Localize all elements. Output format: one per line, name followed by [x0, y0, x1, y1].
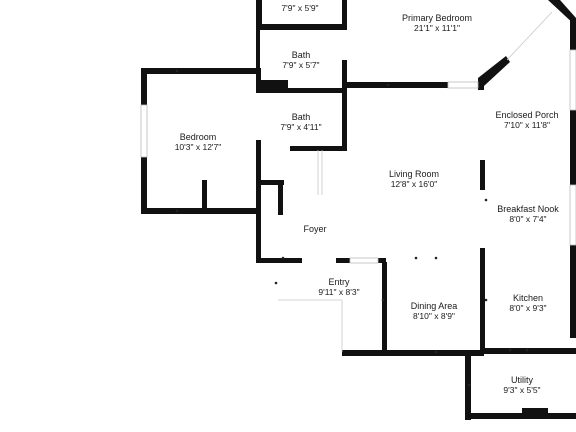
wall — [256, 258, 302, 263]
wall — [478, 56, 510, 86]
wall — [256, 180, 284, 185]
wall — [346, 82, 448, 88]
room-name-bedroom: Bedroom — [180, 132, 217, 142]
wall — [256, 140, 261, 180]
window — [349, 257, 379, 264]
wall — [256, 68, 261, 88]
room-name-kitchen: Kitchen — [513, 293, 543, 303]
wall — [290, 146, 347, 151]
wall — [480, 160, 485, 190]
room-dims-living-room: 12'8" x 16'0" — [391, 179, 438, 189]
room-name-foyer: Foyer — [303, 224, 326, 234]
tick-mark — [508, 348, 512, 352]
room-name-breakfast-nook: Breakfast Nook — [497, 204, 559, 214]
wall — [570, 18, 576, 338]
tick-marks — [175, 69, 529, 387]
wall — [478, 78, 484, 90]
wall — [256, 180, 261, 262]
wall — [256, 24, 346, 30]
tick-mark — [175, 69, 179, 73]
tick-mark — [281, 256, 285, 260]
room-name-dining-area: Dining Area — [411, 301, 458, 311]
room-dims-primary-bedroom: 21'1" x 11'1" — [414, 23, 460, 33]
tick-mark — [484, 198, 488, 202]
room-dims-dining-area: 8'10" x 8'9" — [413, 311, 455, 321]
room-dims-top-bath: 7'9" x 5'9" — [281, 3, 318, 13]
tick-mark — [386, 83, 390, 87]
tick-mark — [414, 256, 418, 260]
wall — [141, 208, 261, 214]
room-name-enclosed-porch: Enclosed Porch — [495, 110, 558, 120]
room-dims-breakfast-nook: 8'0" x 7'4" — [509, 214, 546, 224]
tick-mark — [467, 383, 471, 387]
room-dims-enclosed-porch: 7'10" x 11'8" — [504, 120, 550, 130]
windows — [140, 11, 576, 352]
room-dims-utility: 9'3" x 5'5" — [503, 385, 540, 395]
wall — [465, 413, 576, 419]
wall — [548, 0, 576, 26]
room-dims-entry: 9'11" x 8'3" — [318, 287, 359, 297]
interior-line — [506, 11, 553, 61]
wall — [480, 248, 485, 354]
room-dims-bedroom: 10'3" x 12'7" — [175, 142, 222, 152]
wall — [382, 262, 387, 354]
tick-mark — [274, 281, 278, 285]
wall — [342, 60, 347, 150]
window — [447, 81, 479, 89]
room-name-entry: Entry — [328, 277, 350, 287]
room-labels: 7'9" x 5'9" Primary Bedroom 21'1" x 11'1… — [175, 3, 560, 395]
tick-mark — [525, 348, 529, 352]
room-name-primary-bedroom: Primary Bedroom — [402, 13, 472, 23]
window — [569, 184, 576, 246]
tick-mark — [434, 256, 438, 260]
room-name-bath-lower: Bath — [292, 112, 311, 122]
wall — [141, 68, 261, 74]
wall — [256, 30, 260, 70]
wall — [202, 180, 207, 210]
wall — [278, 185, 283, 215]
window — [569, 49, 576, 111]
room-name-bath-upper: Bath — [292, 50, 311, 60]
tick-mark — [381, 298, 385, 302]
tick-mark — [175, 209, 179, 213]
wall — [256, 0, 262, 30]
tick-mark — [484, 298, 488, 302]
wall — [522, 408, 548, 414]
wall — [480, 348, 576, 354]
room-name-utility: Utility — [511, 375, 533, 385]
wall — [256, 88, 346, 93]
room-dims-kitchen: 8'0" x 9'3" — [509, 303, 546, 313]
room-name-living-room: Living Room — [389, 169, 439, 179]
wall — [342, 350, 484, 356]
tick-mark — [434, 350, 438, 354]
window — [140, 104, 148, 158]
room-dims-bath-upper: 7'9" x 5'7" — [282, 60, 319, 70]
room-dims-bath-lower: 7'9" x 4'11" — [280, 122, 321, 132]
wall — [342, 0, 347, 30]
